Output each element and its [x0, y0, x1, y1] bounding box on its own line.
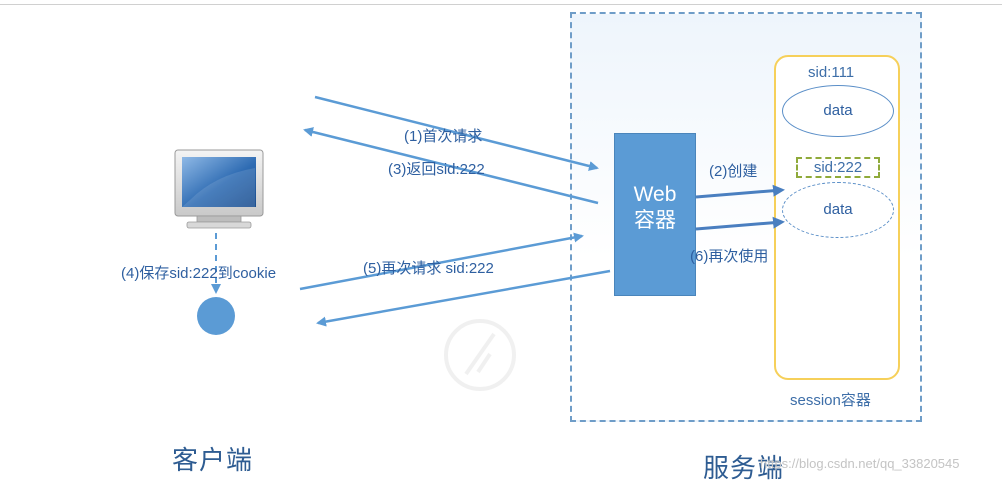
- web-container-line1: Web: [633, 183, 677, 206]
- arrow-use-again: [695, 216, 785, 231]
- arrow-return-sid: [303, 127, 599, 205]
- arrow-request-again: [299, 232, 584, 291]
- session-data-222: data: [782, 182, 894, 238]
- session-data-222-label: data: [823, 201, 853, 218]
- session-container-label: session容器: [790, 392, 871, 409]
- top-divider: [0, 4, 1002, 5]
- label-return-sid: (3)返回sid:222: [388, 161, 485, 178]
- arrow-first-request: [314, 95, 599, 171]
- server-title: 服务端: [703, 453, 785, 483]
- client-title: 客户端: [172, 445, 254, 475]
- session-data-111: data: [782, 85, 894, 137]
- watermark-url: https://blog.csdn.net/qq_33820545: [760, 456, 960, 471]
- computer-icon: [174, 149, 264, 229]
- web-container: Web 容器: [614, 133, 696, 296]
- session-data-111-label: data: [823, 102, 853, 119]
- label-use-again: (6)再次使用: [690, 248, 769, 265]
- label-save-cookie: (4)保存sid:222到cookie: [121, 265, 277, 282]
- watermark-logo: [444, 319, 516, 391]
- session-sid-111-label: sid:111: [808, 64, 855, 81]
- web-container-line2: 容器: [634, 209, 676, 232]
- label-create: (2)创建: [709, 163, 758, 180]
- session-sid-222-label: sid:222: [796, 157, 880, 178]
- label-request-again: (5)再次请求 sid:222: [363, 260, 494, 277]
- arrow-response-again: [316, 269, 611, 327]
- arrow-create: [695, 184, 785, 199]
- label-first-request: (1)首次请求: [404, 128, 483, 145]
- cookie-dot: [197, 297, 235, 335]
